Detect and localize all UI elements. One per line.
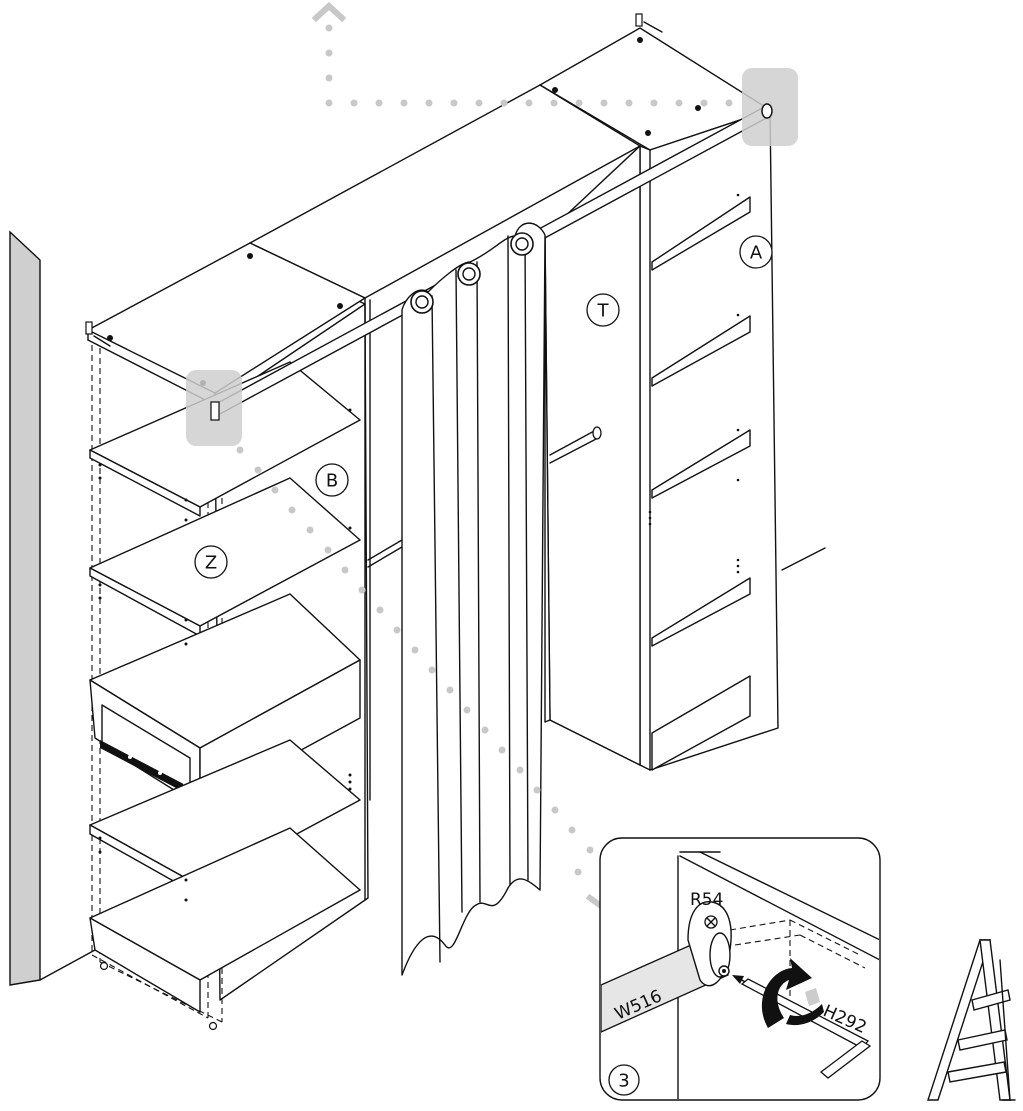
label-b: B <box>315 463 349 497</box>
step-number: 3 <box>618 1071 629 1092</box>
floor-line <box>781 547 826 571</box>
label-t: T <box>586 293 620 327</box>
guide-path-top <box>311 1 733 107</box>
svg-text:A: A <box>750 243 763 264</box>
left-cabinet <box>85 242 369 1031</box>
detail-inset: R54 W516 H292 3 <box>599 837 881 1101</box>
curtain <box>401 222 546 976</box>
svg-text:T: T <box>597 301 610 322</box>
right-cabinet <box>539 13 779 771</box>
label-a: A <box>739 235 773 269</box>
rotate-arrow-icon <box>761 958 824 1028</box>
wall <box>9 230 96 986</box>
step-ladder-icon <box>927 939 1016 1101</box>
svg-text:Z: Z <box>205 553 217 574</box>
label-z: Z <box>194 545 228 579</box>
part-r54-label: R54 <box>690 890 723 910</box>
hanging-rail-lower <box>367 426 602 568</box>
svg-text:B: B <box>326 471 338 492</box>
